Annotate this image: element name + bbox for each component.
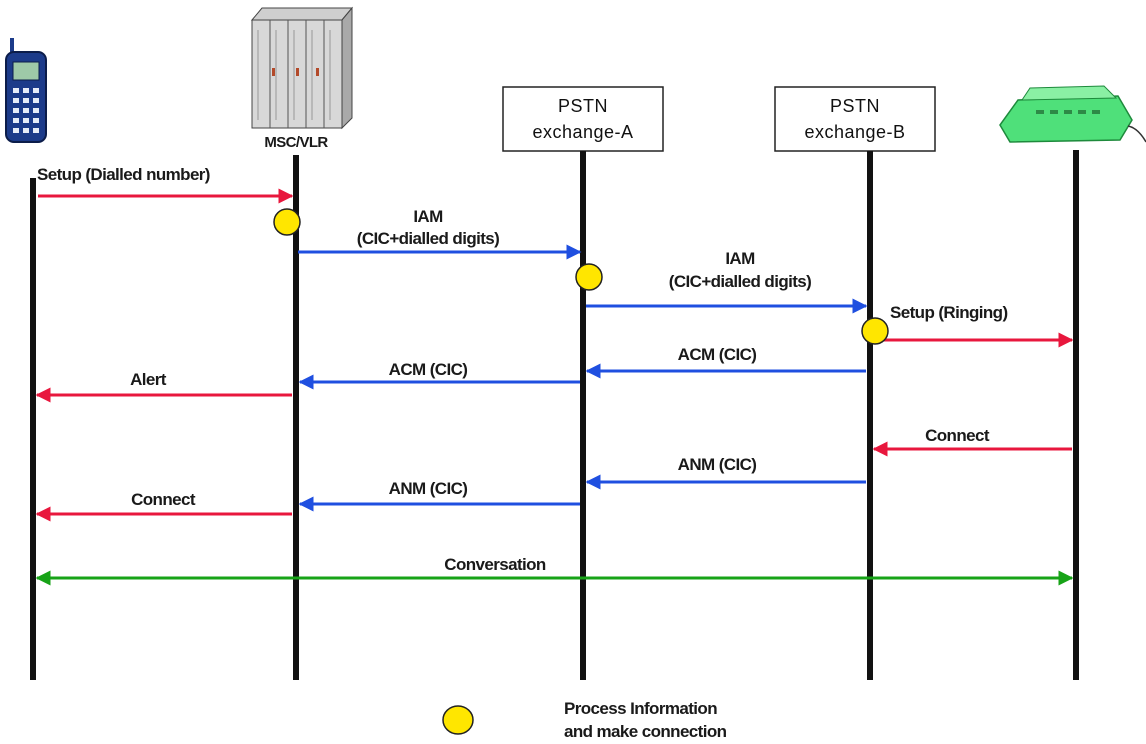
legend-line1: Process Information: [564, 699, 717, 718]
exchange-a-box: PSTN exchange-A: [502, 86, 664, 152]
exchange-a-line2: exchange-A: [532, 122, 633, 142]
anm-a-msc-label: ANM (CIC): [389, 479, 468, 498]
process-dots: [273, 208, 889, 345]
exchange-b-box: PSTN exchange-B: [774, 86, 936, 152]
mobile-phone-icon: [5, 38, 47, 143]
iam2-label-line2: (CIC+dialled digits): [669, 272, 811, 291]
legend-line2: and make connection: [564, 722, 727, 741]
process-dot-exchange-b: [861, 317, 889, 345]
setup-dialled-label: Setup (Dialled number): [37, 165, 210, 184]
exchange-a-line1: PSTN: [558, 96, 608, 116]
legend: Process Information and make connection: [442, 699, 727, 741]
setup-ringing-label: Setup (Ringing): [890, 303, 1008, 322]
legend-process-dot: [442, 705, 474, 735]
alert-label: Alert: [130, 370, 167, 389]
lifelines: [30, 150, 1079, 680]
conversation-label: Conversation: [444, 555, 546, 574]
exchange-b-line2: exchange-B: [804, 122, 905, 142]
iam1-label-line2: (CIC+dialled digits): [357, 229, 499, 248]
anm-b-a-label: ANM (CIC): [678, 455, 757, 474]
process-dot-exchange-a: [575, 263, 603, 291]
iam1-label-line1: IAM: [413, 207, 443, 226]
process-dot-msc: [273, 208, 301, 236]
iam2-label-line1: IAM: [725, 249, 755, 268]
acm-a-msc-label: ACM (CIC): [389, 360, 468, 379]
acm-b-a-label: ACM (CIC): [678, 345, 757, 364]
server-rack-icon: [250, 6, 354, 130]
connect-phone-b-label: Connect: [925, 426, 990, 445]
desk-telephone-icon: [999, 85, 1146, 143]
msc-vlr-label: MSC/VLR: [264, 134, 328, 151]
connect-msc-mobile-label: Connect: [131, 490, 196, 509]
exchange-b-line1: PSTN: [830, 96, 880, 116]
